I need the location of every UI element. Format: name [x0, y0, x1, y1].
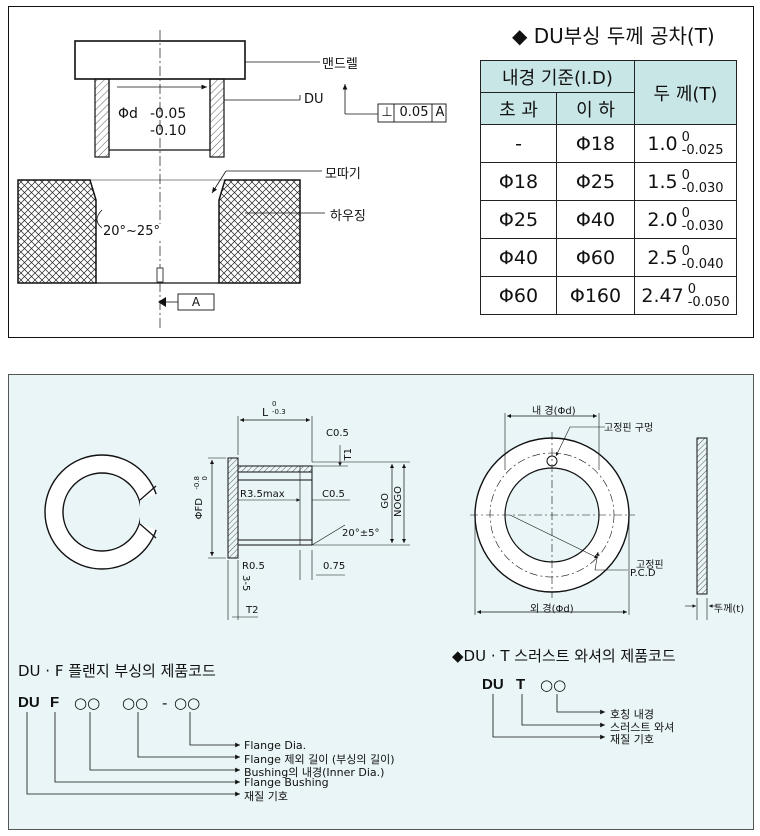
f-legend-item: 재질 기호 — [244, 790, 288, 803]
header-id-basis: 내경 기준(I.D) — [480, 60, 635, 93]
chamfer-angle-flange: 20°±5° — [342, 528, 380, 539]
pin-pcd-label-1: 고정핀 — [636, 560, 664, 571]
mandrel-label: 맨드렐 — [322, 57, 358, 72]
pin-pcd-label-2: P.C.D — [630, 568, 656, 579]
t1-label: T1 — [343, 448, 354, 461]
flange-bushing-section — [208, 416, 410, 620]
t-code-leaders — [492, 694, 605, 740]
chamfer-mid-label: C0.5 — [322, 489, 345, 500]
f-code-title: DU · F 플랜지 부싱의 제품코드 — [18, 662, 216, 680]
perpendicularity-symbol: ⊥ — [381, 105, 393, 120]
nogo-label: NOGO — [393, 486, 404, 517]
header-thickness: 두 께(T) — [634, 60, 737, 125]
t-code-part-t: T — [516, 676, 526, 693]
f-legend-item: Bushing의 내경(Inner Dia.) — [244, 766, 385, 779]
flange-dia-tol-up: 0 — [201, 476, 209, 481]
f-code-part-du: DU — [18, 694, 40, 711]
deviation-lower: -0.10 — [150, 123, 187, 139]
dimension-3-5: 3-5 — [240, 575, 251, 592]
header-under: 이 하 — [556, 92, 635, 125]
f-code-part-length: ○○ — [122, 694, 149, 712]
washer-outer-dia-label: 외 경(Φd) — [530, 604, 574, 615]
housing-right — [218, 179, 301, 284]
phi-d-label: Φd — [118, 106, 138, 122]
chamfer-label: 모따기 — [325, 167, 361, 182]
chamfer-angle-label: 20°~25° — [102, 224, 161, 239]
f-legend-item: Flange Dia. — [244, 739, 307, 752]
housing-label: 하우징 — [330, 209, 366, 224]
pin-hole-label: 고정핀 구멍 — [604, 423, 654, 434]
f-code-part-f: F — [50, 694, 60, 711]
go-label: GO — [380, 493, 391, 509]
t-legend-item: 호칭 내경 — [610, 708, 654, 721]
tolerance-value: 0.05 — [399, 105, 429, 120]
deviation-upper: -0.05 — [150, 106, 187, 122]
radius-label: R0.5 — [242, 561, 265, 572]
chamfer-top-label: C0.5 — [326, 428, 349, 439]
split-bushing-end-view — [44, 454, 162, 570]
datum-a-label: A — [191, 295, 201, 309]
f-code-part-inner: ○○ — [74, 694, 101, 712]
length-label: L — [262, 406, 269, 419]
tolerance-datum: A — [435, 105, 445, 120]
t-legend-item: 재질 기호 — [610, 733, 654, 746]
thrust-washer-front-view — [470, 413, 720, 620]
f-legend-item: Flange Bushing — [244, 776, 329, 789]
t-code-title: ◆DU · T 스러스트 와셔의 제품코드 — [452, 647, 676, 665]
t-code-part-du: DU — [482, 676, 504, 693]
thickness-tolerance-title: ◆ DU부싱 두께 공차(T) — [512, 24, 715, 48]
dimension-075: 0.75 — [323, 561, 346, 572]
flange-dia-label: ΦFD — [194, 498, 205, 520]
bottom-panel — [8, 374, 754, 830]
f-code-part-flange: ○○ — [174, 694, 201, 712]
length-tol-low: -0.3 — [272, 408, 286, 416]
du-label: DU — [304, 92, 324, 107]
flange-dia-tol-low: -0.8 — [193, 476, 201, 490]
length-tol-up: 0 — [272, 400, 277, 408]
t-legend-item: 스러스트 와셔 — [610, 721, 675, 734]
radius-max-label: R3.5max — [240, 489, 285, 500]
f-code-dash: - — [162, 694, 168, 712]
f-code-leaders — [26, 712, 240, 797]
f-legend-item: Flange 제외 길이 (부싱의 길이) — [244, 753, 395, 766]
t-code-part-inner: ○○ — [540, 676, 567, 694]
t2-label: T2 — [246, 605, 259, 616]
washer-thickness-label: 두께(t) — [714, 604, 745, 615]
washer-inner-dia-label: 내 경(Φd) — [532, 406, 576, 417]
housing-left — [17, 179, 97, 284]
